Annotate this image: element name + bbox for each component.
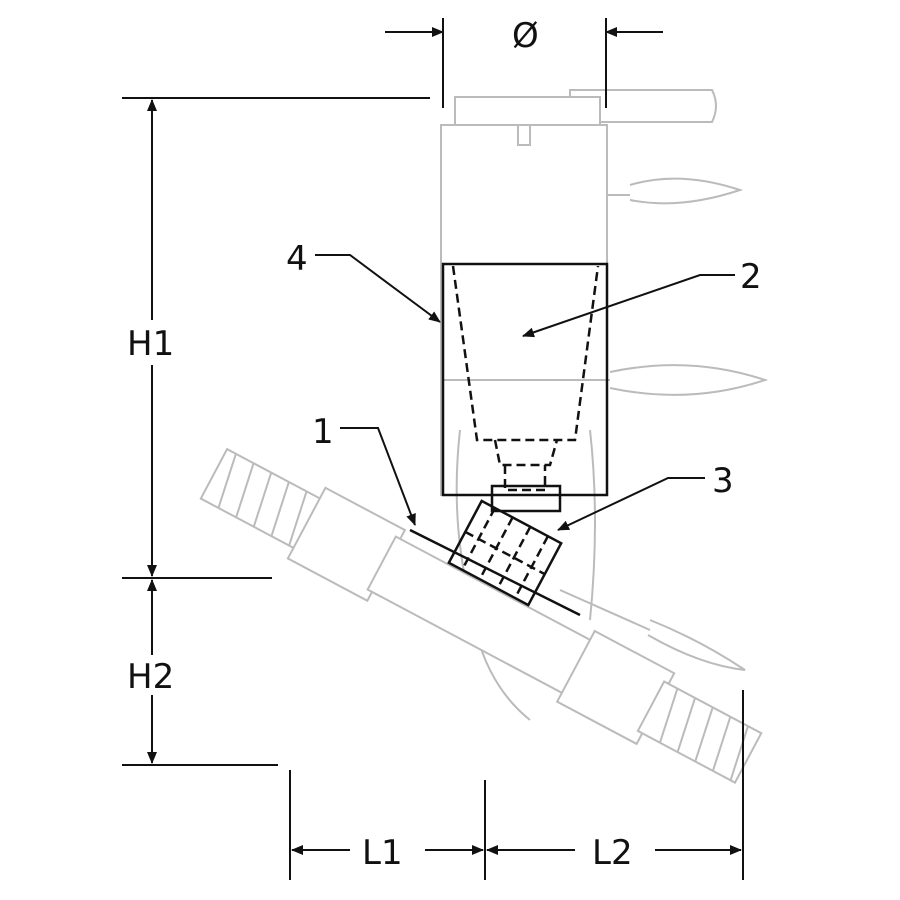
leader-2	[522, 274, 735, 338]
leader-1	[340, 427, 416, 526]
leader-4	[315, 254, 441, 323]
dimension-height: H1 H2	[122, 97, 430, 766]
machine-column	[440, 89, 769, 721]
label-part-1: 1	[312, 412, 334, 452]
label-diameter: Ø	[512, 16, 539, 56]
dimension-diameter: Ø	[385, 16, 663, 108]
dimension-length: L1 L2	[289, 690, 744, 880]
drill-assembly	[199, 447, 763, 784]
label-part-3: 3	[712, 461, 734, 501]
part-4-housing	[441, 262, 609, 497]
part-1-axis	[409, 528, 581, 617]
adapter-collar	[490, 484, 562, 513]
label-part-2: 2	[740, 257, 762, 297]
label-part-4: 4	[286, 239, 308, 279]
hopper-outlet	[493, 439, 559, 492]
leader-3	[557, 477, 705, 531]
part-2-hopper	[451, 265, 600, 442]
label-l2: L2	[592, 833, 633, 873]
part-3-adapter	[447, 499, 563, 607]
label-h1: H1	[127, 324, 174, 364]
label-h2: H2	[127, 657, 174, 697]
label-l1: L1	[362, 833, 403, 873]
